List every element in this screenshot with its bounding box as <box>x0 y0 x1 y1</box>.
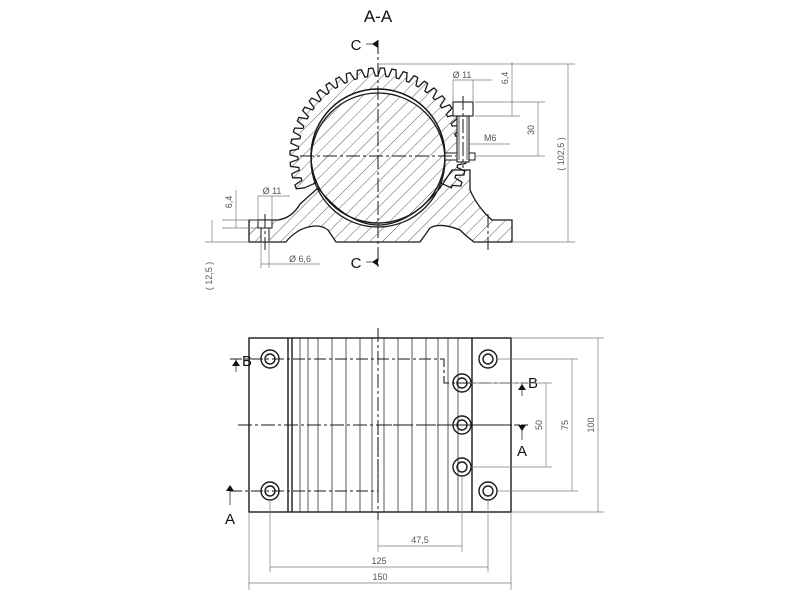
dim-thread-len: 30 <box>526 125 536 135</box>
cut-label-c-bottom: C <box>351 255 362 272</box>
dim-base-cbore-depth: 6,4 <box>224 196 234 209</box>
dim-hole-width: 125 <box>371 556 386 566</box>
cut-path-a <box>230 424 528 492</box>
dim-hole-span: 75 <box>560 420 570 430</box>
cut-label-c-top: C <box>351 37 362 54</box>
dim-base-thickness: ( 12,5 ) <box>204 262 214 291</box>
section-title: A-A <box>364 7 393 26</box>
section-view-a-a: A-A C C <box>204 7 575 290</box>
dim-depth: 100 <box>586 417 596 432</box>
top-view-right-dimensions: 50 75 100 <box>470 337 604 513</box>
dim-bolt-depth: 6,4 <box>500 72 510 85</box>
dim-thread: M6 <box>484 133 497 143</box>
section-dimensions: Ø 11 6,4 30 M6 ( 102,5 ) <box>378 62 575 243</box>
label-b-left: B <box>242 353 252 370</box>
dim-base-cbore: Ø 11 <box>263 186 282 196</box>
label-a-left: A <box>225 511 235 528</box>
dim-base-hole: Ø 6,6 <box>289 254 311 264</box>
label-a-right: A <box>517 443 527 460</box>
label-b-right: B <box>528 375 538 392</box>
dim-height-total: ( 102,5 ) <box>556 137 566 171</box>
dim-hole-pitch: 50 <box>534 420 544 430</box>
base-dimensions: Ø 11 6,4 Ø 6,6 ( 12,5 ) <box>204 186 320 290</box>
top-view-bottom-dimensions: 47,5 125 150 <box>248 476 512 590</box>
dim-width: 150 <box>372 572 387 582</box>
dim-offset: 47,5 <box>411 535 429 545</box>
cut-path-b <box>230 358 528 384</box>
dim-bolt-cbore: Ø 11 <box>453 70 472 80</box>
top-view: A A B B 50 75 100 <box>225 328 604 590</box>
